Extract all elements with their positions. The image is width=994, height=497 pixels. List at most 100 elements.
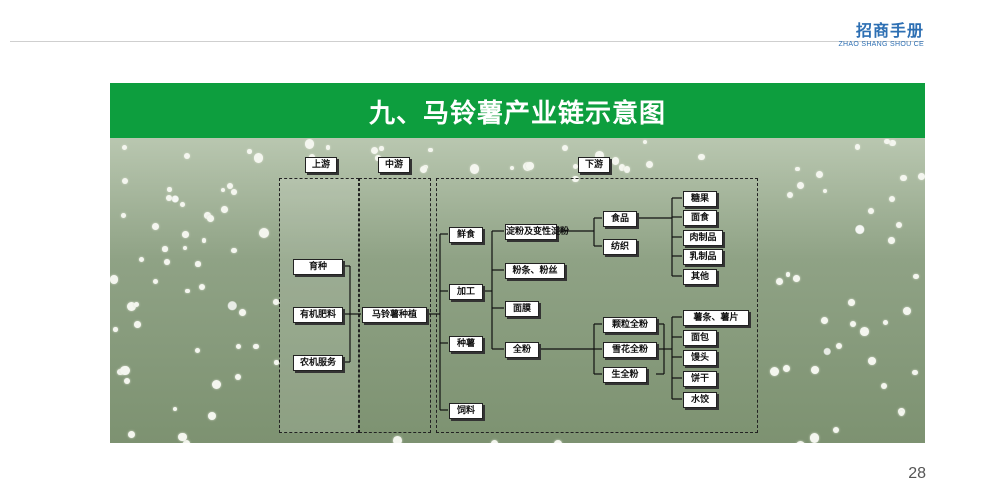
flower xyxy=(138,256,144,262)
flower xyxy=(221,188,226,193)
node-whole-flour: 全粉 xyxy=(505,342,539,358)
flower xyxy=(888,237,896,244)
flower xyxy=(643,140,648,145)
flower xyxy=(896,222,903,229)
flower xyxy=(379,146,384,151)
flower xyxy=(427,147,433,153)
flower xyxy=(419,165,427,173)
node-meat-products: 肉制品 xyxy=(683,230,723,246)
flower xyxy=(274,360,279,365)
flower xyxy=(793,275,800,283)
flower xyxy=(902,307,911,316)
flower xyxy=(207,215,214,223)
flower xyxy=(120,212,126,218)
flower xyxy=(860,326,869,336)
flower xyxy=(917,172,925,180)
midstream-frame xyxy=(359,178,431,433)
flower xyxy=(770,366,780,376)
flower xyxy=(273,298,279,305)
page-title: 九、马铃薯产业链示意图 xyxy=(368,99,666,129)
flower xyxy=(884,138,891,145)
flower xyxy=(231,247,237,254)
node-processing: 加工 xyxy=(449,284,483,300)
flower xyxy=(165,194,172,201)
flower xyxy=(797,182,805,190)
flower xyxy=(252,343,259,350)
logo-chinese: 招商手册 xyxy=(855,21,924,40)
label-downstream: 下游 xyxy=(578,157,610,173)
flower xyxy=(594,151,604,160)
flower xyxy=(392,436,402,443)
flower xyxy=(325,145,331,151)
flower xyxy=(247,149,252,154)
flower xyxy=(510,166,515,171)
flower xyxy=(113,326,118,332)
flower xyxy=(231,189,237,195)
flower xyxy=(134,321,141,328)
flower xyxy=(822,188,827,193)
flower xyxy=(308,153,315,160)
title-bar: 九、马铃薯产业链示意图 xyxy=(110,83,925,138)
flower xyxy=(554,439,563,443)
node-steamed-bun: 馒头 xyxy=(683,350,717,366)
flower xyxy=(178,432,187,442)
flower xyxy=(208,412,216,421)
flower xyxy=(786,272,791,277)
flower xyxy=(775,278,783,286)
flower xyxy=(611,157,620,165)
page-number: 28 xyxy=(908,465,926,482)
flower xyxy=(573,163,579,169)
node-breeding: 育种 xyxy=(293,259,343,275)
flower xyxy=(795,441,805,443)
flower xyxy=(152,223,160,231)
flower xyxy=(469,164,479,174)
label-midstream: 中游 xyxy=(378,157,410,173)
flower xyxy=(912,369,918,376)
node-organic-fertilizer: 有机肥料 xyxy=(293,307,343,323)
flower xyxy=(183,152,190,159)
flower xyxy=(888,195,896,203)
flower xyxy=(110,275,119,284)
node-raw-flour: 生全粉 xyxy=(603,367,647,383)
node-dumpling: 水饺 xyxy=(683,392,717,408)
flower-decoration xyxy=(110,138,925,443)
potato-field-background xyxy=(110,138,925,443)
flower xyxy=(120,365,130,375)
flower xyxy=(561,145,568,152)
node-granule-flour: 颗粒全粉 xyxy=(603,317,657,333)
node-fresh-food: 鲜食 xyxy=(449,227,483,243)
node-pasta: 面食 xyxy=(683,210,717,226)
flower xyxy=(618,164,625,171)
node-dairy-products: 乳制品 xyxy=(683,249,723,265)
flower xyxy=(811,365,820,374)
flower xyxy=(152,279,158,285)
flower xyxy=(868,207,875,214)
flower xyxy=(783,364,791,372)
flower xyxy=(201,238,207,243)
flower xyxy=(900,174,908,182)
flower xyxy=(835,342,843,350)
downstream-frame xyxy=(436,178,758,433)
flower xyxy=(182,245,188,251)
node-fries-chips: 薯条、薯片 xyxy=(683,310,749,326)
flower xyxy=(258,227,269,238)
node-feed: 饲料 xyxy=(449,403,483,419)
node-starch: 淀粉及变性淀粉 xyxy=(505,224,569,240)
flower xyxy=(235,373,242,380)
flower xyxy=(195,261,201,267)
logo-english: ZHAO SHANG SHOU CE xyxy=(838,41,924,48)
flower xyxy=(185,288,190,294)
flower xyxy=(820,317,828,324)
node-food: 食品 xyxy=(603,211,637,227)
node-flake-flour: 雪花全粉 xyxy=(603,342,657,358)
flower xyxy=(162,246,168,252)
node-vermicelli: 粉条、粉丝 xyxy=(505,263,565,279)
upstream-frame xyxy=(279,178,359,433)
node-textile: 纺织 xyxy=(603,239,637,255)
flower xyxy=(121,145,127,151)
flower xyxy=(786,192,793,199)
node-face-mask: 面膜 xyxy=(505,301,539,317)
flower xyxy=(815,170,823,178)
flower xyxy=(868,356,876,365)
flower xyxy=(854,143,861,150)
